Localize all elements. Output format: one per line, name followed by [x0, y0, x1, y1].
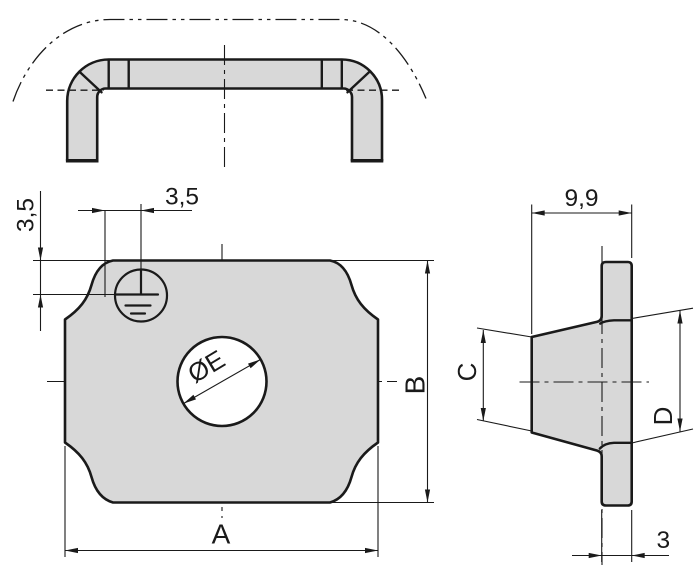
- dim-label-width: A: [212, 519, 231, 550]
- dim-grip-depth: 9,9: [531, 185, 633, 334]
- arrowhead: [480, 330, 486, 343]
- extension-lines: [476, 327, 532, 432]
- swing-arc-phantom-line: [12, 18, 427, 102]
- profile-outline: [530, 260, 633, 507]
- dim-label-ground-offset-h: 3,5: [165, 184, 199, 211]
- dim-ground-offset-h: 3,5: [78, 184, 199, 297]
- arrowhead: [65, 547, 78, 554]
- dim-label-grip-depth: 9,9: [564, 185, 598, 212]
- dim-width-a: A: [64, 446, 379, 557]
- dim-plate-thickness: 3: [572, 510, 670, 562]
- arrowhead: [531, 210, 545, 216]
- ground-symbol-bars: [113, 269, 160, 315]
- arrowhead: [618, 210, 632, 216]
- arrowhead: [424, 260, 431, 274]
- draw-inner-edge-bottom: [598, 441, 633, 450]
- bend-miter-lines: [78, 70, 371, 94]
- arrowhead: [37, 247, 44, 261]
- arrowhead: [183, 394, 196, 404]
- arrowhead: [424, 489, 431, 503]
- dim-inner-height-c: C: [452, 327, 532, 432]
- extension-lines: [631, 307, 694, 444]
- dim-label-ground-offset-v: 3,5: [13, 198, 40, 232]
- extension-lines: [104, 204, 142, 297]
- dim-label-outer-height: D: [648, 407, 678, 426]
- handle-outline: [65, 58, 384, 162]
- extension-lines: [64, 446, 379, 557]
- arrowhead: [588, 552, 602, 559]
- arrowhead: [365, 547, 378, 554]
- dim-height-b: B: [331, 259, 434, 504]
- arrowhead: [677, 310, 683, 324]
- dim-label-inner-height: C: [452, 363, 482, 382]
- arrowhead: [248, 359, 261, 369]
- dim-label-height: B: [400, 376, 431, 395]
- extension-lines: [601, 510, 633, 562]
- handle-view: [12, 18, 427, 170]
- dim-outer-height-d: D: [631, 307, 694, 444]
- extension-lines: [331, 259, 434, 504]
- extension-lines: [33, 259, 115, 296]
- arrowhead: [480, 408, 486, 421]
- dim-ground-offset-v: 3,5: [13, 191, 115, 331]
- dim-label-plate-thickness: 3: [656, 527, 670, 554]
- arrowhead: [92, 207, 105, 214]
- plate-profile-view: [519, 246, 649, 565]
- dimensions: 3,5 3,5 A B: [13, 184, 694, 562]
- arrowhead: [677, 418, 683, 432]
- arrowhead: [37, 294, 44, 308]
- arrowhead: [141, 207, 154, 214]
- diameter-line: [183, 358, 261, 405]
- draw-inner-edge-top: [599, 319, 633, 325]
- arrowhead: [631, 552, 645, 559]
- grip-joint-lines: [107, 58, 343, 90]
